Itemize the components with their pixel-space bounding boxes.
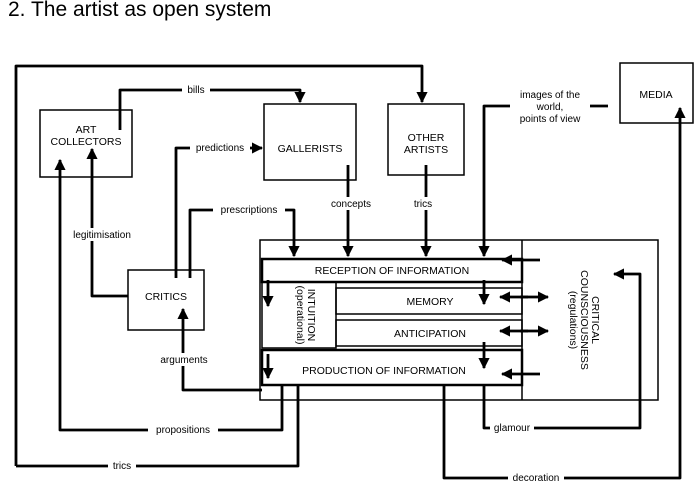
intuition-box <box>261 281 337 349</box>
page-title: 2. The artist as open system <box>8 0 272 21</box>
critical-label: CRITICALCOUNSCIOUSNESS(regulations) <box>567 270 601 370</box>
arguments-label: arguments <box>160 355 207 366</box>
critics-box <box>127 269 205 331</box>
memory-label: MEMORY <box>406 296 453 308</box>
arrow-prescriptions <box>188 208 300 278</box>
arrow-top-loop <box>14 64 428 466</box>
trics-bottom-label: trics <box>113 461 131 472</box>
prescriptions-label: prescriptions <box>221 205 278 216</box>
media-box <box>619 62 694 124</box>
glamour-label: glamour <box>494 423 531 434</box>
production-label: PRODUCTION OF INFORMATION <box>302 365 466 377</box>
legitimisation-label: legitimisation <box>73 230 131 241</box>
intuition-label: INTUITION(operational) <box>294 286 317 345</box>
arrow-arguments <box>177 307 262 392</box>
gallerists-box <box>263 103 357 181</box>
propositions-label: propositions <box>156 425 210 436</box>
gallerists-label: GALLERISTS <box>278 143 343 155</box>
arrow-legitimisation <box>86 147 128 298</box>
critics-label: CRITICS <box>145 291 187 303</box>
trics-top-label: trics <box>414 199 432 210</box>
media-label: MEDIA <box>639 89 672 101</box>
arrow-decoration <box>442 106 686 480</box>
bills-label: bills <box>187 85 204 96</box>
predictions-label: predictions <box>196 143 244 154</box>
arrow-glamour <box>482 268 642 430</box>
concepts-label: concepts <box>331 199 371 210</box>
decoration-label: decoration <box>513 473 560 484</box>
reception-label: RECEPTION OF INFORMATION <box>315 265 469 277</box>
art-collectors-box <box>39 109 133 178</box>
anticipation-label: ANTICIPATION <box>394 328 466 340</box>
artist-system-box <box>259 239 659 401</box>
